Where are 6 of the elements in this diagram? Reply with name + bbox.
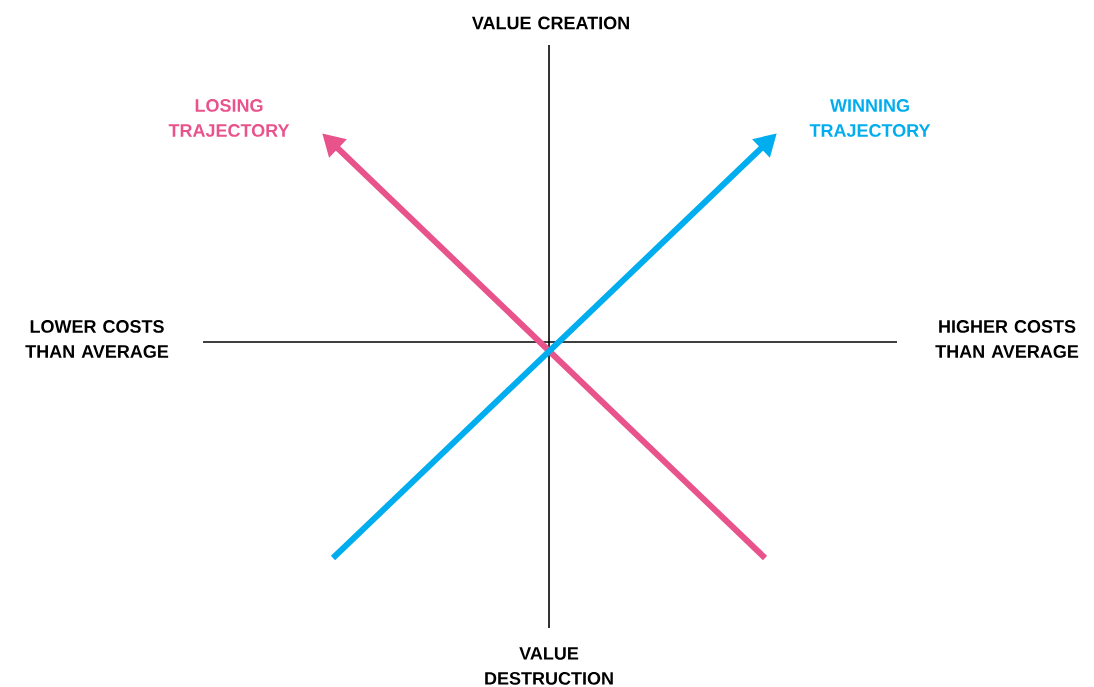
axis-label: HIGHER COSTS THAN AVERAGE bbox=[935, 320, 1079, 358]
trajectory-label: WINNING TRAJECTORY bbox=[809, 99, 931, 137]
trajectory-label: LOSING TRAJECTORY bbox=[168, 99, 290, 137]
axis-label: LOWER COSTS THAN AVERAGE bbox=[25, 320, 169, 358]
axis-label: VALUE DESTRUCTION bbox=[485, 647, 613, 685]
axis-label: VALUE CREATION bbox=[471, 16, 629, 30]
